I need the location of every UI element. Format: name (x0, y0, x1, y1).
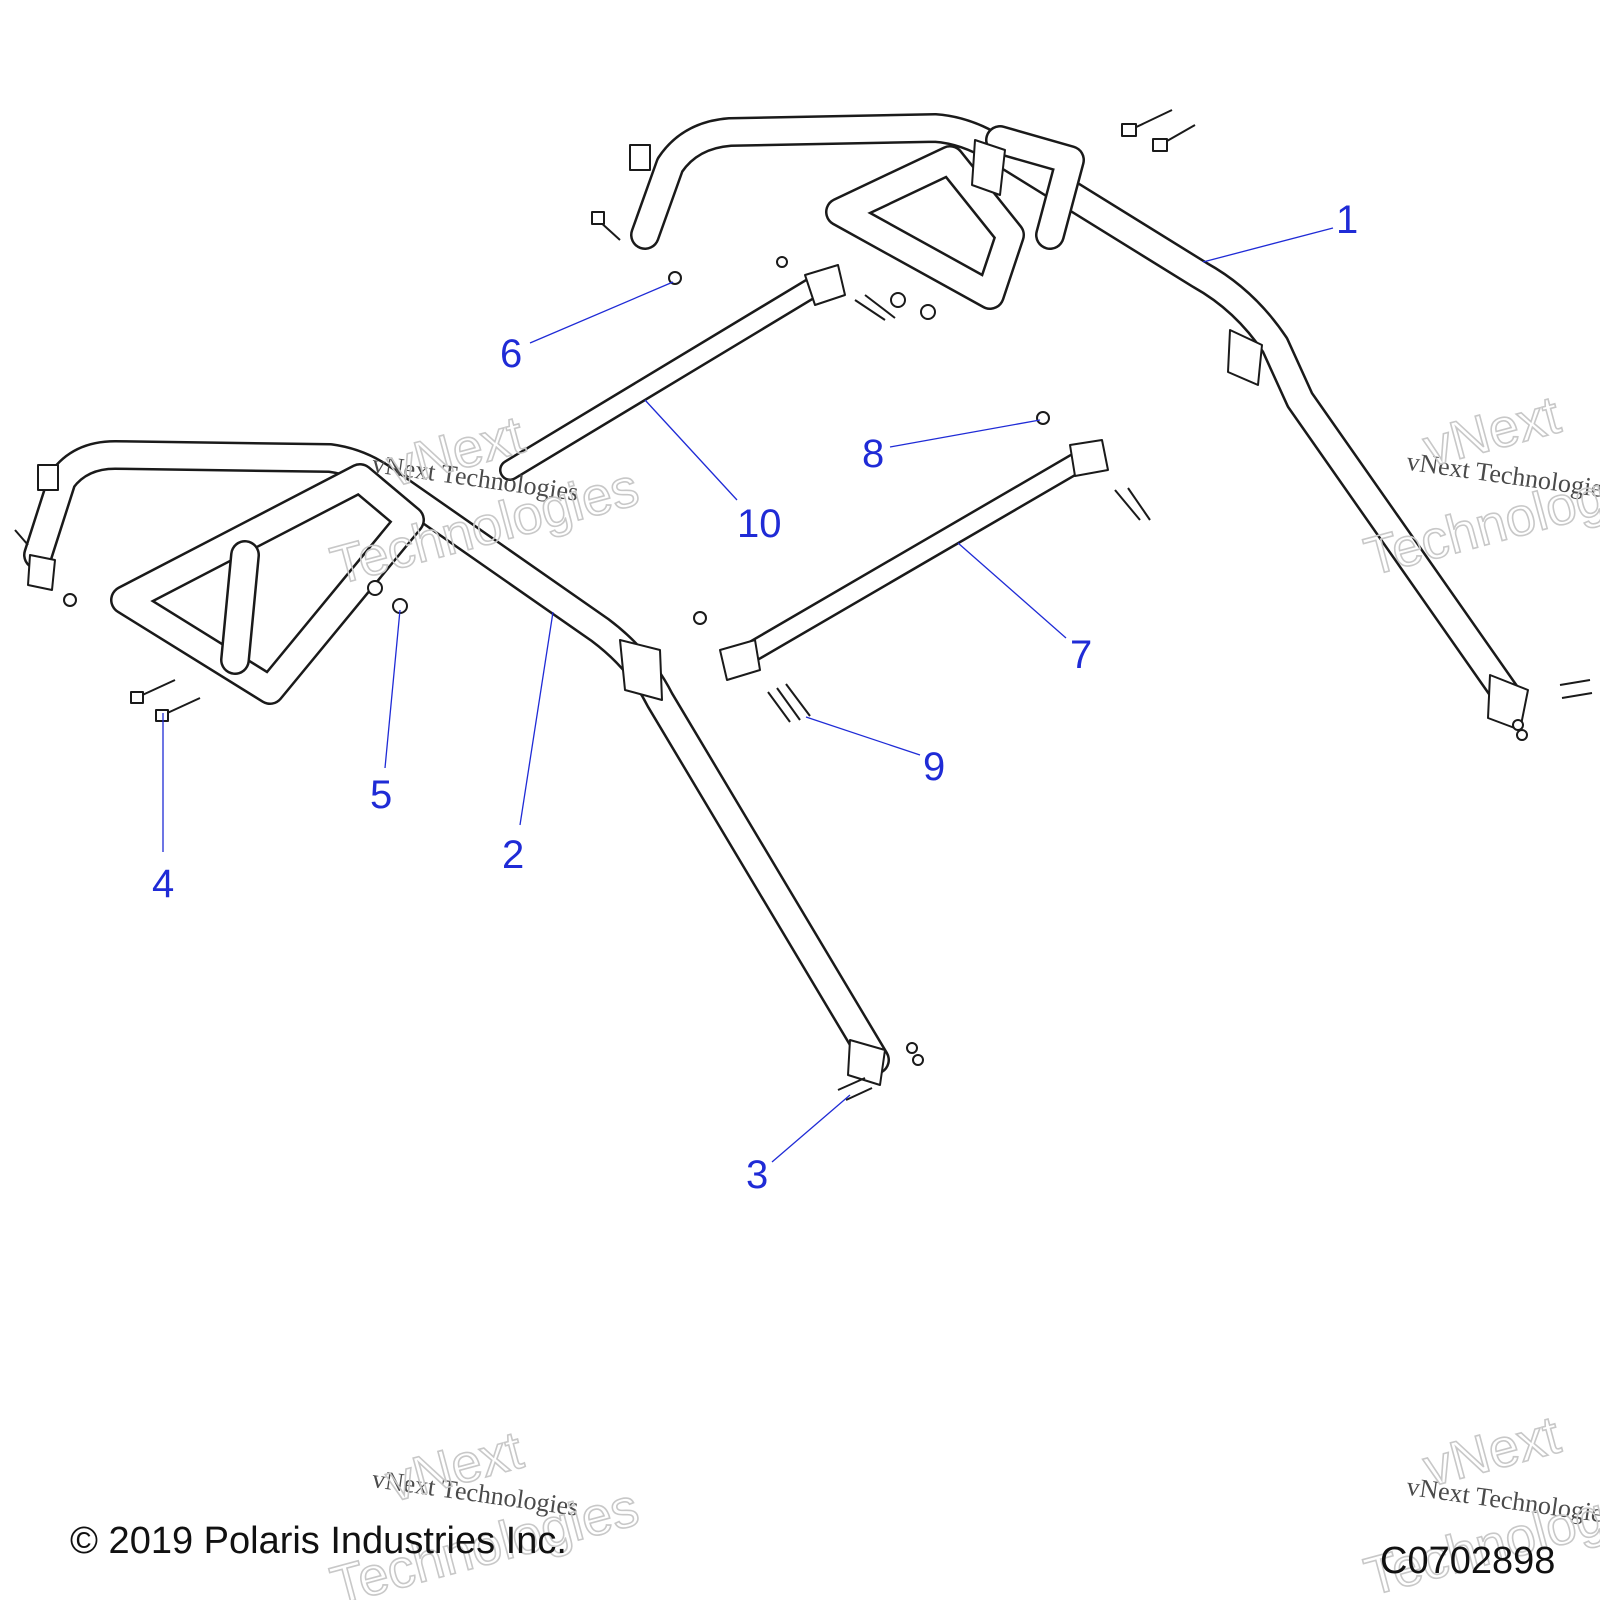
nut (890, 292, 906, 308)
gusset-bracket (619, 639, 663, 701)
leader-8 (889, 419, 1041, 448)
leader-9 (805, 716, 921, 756)
nut (1036, 411, 1050, 425)
bolt (854, 299, 886, 321)
bolt (837, 1077, 866, 1091)
tube-end-clamp (804, 264, 846, 306)
nut (1512, 719, 1524, 731)
leader-10 (644, 399, 738, 501)
callout-2: 2 (502, 833, 524, 877)
nut (367, 580, 383, 596)
bolt (864, 294, 896, 319)
tube-foot (847, 1039, 886, 1086)
bolt-head (155, 709, 169, 722)
bolt-head (591, 211, 605, 225)
bolt (767, 691, 791, 723)
leader-3 (771, 1094, 851, 1163)
drawing-number: C0702898 (1380, 1540, 1556, 1582)
part-1-cage-hoop (629, 113, 1529, 731)
bolt (162, 697, 201, 716)
nut (906, 1042, 918, 1054)
bolt (137, 679, 176, 698)
bolt (1559, 679, 1591, 686)
callout-4: 4 (152, 862, 174, 906)
callout-10: 10 (737, 502, 782, 546)
mount-tab (629, 144, 651, 171)
tube-end-clamp (1069, 439, 1109, 477)
part-2-cage-hoop (23, 440, 890, 1086)
leader-5 (384, 609, 401, 769)
nut (920, 304, 936, 320)
leader-7 (957, 542, 1067, 639)
nut (912, 1054, 924, 1066)
bolt (845, 1087, 873, 1101)
fasteners (14, 109, 1593, 1101)
tube-end-clamp (719, 639, 761, 681)
nut (63, 593, 77, 607)
callout-9: 9 (923, 745, 945, 789)
gusset-bracket (1227, 329, 1263, 386)
copyright-notice: © 2019 Polaris Industries Inc. (70, 1520, 567, 1562)
callout-6: 6 (500, 332, 522, 376)
bolt (785, 683, 811, 717)
callout-labels: 1 2 3 4 5 6 7 8 9 10 (152, 198, 1358, 1197)
leader-1 (1202, 227, 1334, 263)
bolt (1114, 489, 1141, 521)
leader-6 (529, 281, 674, 344)
nut (668, 271, 682, 285)
callout-1: 1 (1336, 198, 1358, 242)
bolt (14, 529, 29, 546)
leader-2 (519, 611, 554, 826)
bolt (1127, 487, 1151, 521)
bolt-head (1152, 138, 1168, 152)
bolt-head (1121, 123, 1137, 137)
callout-5: 5 (370, 773, 392, 817)
part-10-cross-tube (499, 264, 846, 481)
callout-8: 8 (862, 432, 884, 476)
nut (693, 611, 707, 625)
mount-tab (37, 464, 59, 491)
nut (776, 256, 788, 268)
bolt-head (130, 691, 144, 704)
callout-7: 7 (1070, 633, 1092, 677)
callout-3: 3 (746, 1153, 768, 1197)
tube-foot (27, 554, 56, 591)
nut (1516, 729, 1528, 741)
part-7-cross-tube (719, 439, 1109, 681)
leader-lines (162, 227, 1334, 1163)
bolt (1561, 692, 1593, 699)
gusset-bracket (971, 139, 1006, 196)
bolt (776, 687, 801, 721)
